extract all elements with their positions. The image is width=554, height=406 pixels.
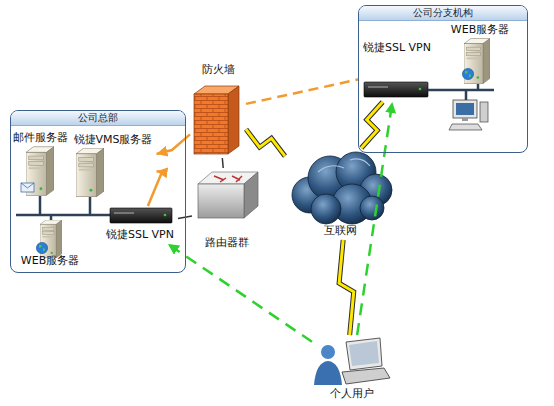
branch-pc-icon: [449, 100, 488, 130]
hq-web-server-icon: [36, 220, 62, 258]
branch-pc-icon: [462, 118, 468, 121]
hq-vpn-device: [114, 212, 134, 214]
node-label: 公司分支机构: [359, 6, 527, 21]
vms-server-icon: [76, 148, 104, 197]
branch-vpn-device: [364, 82, 428, 97]
network-link: [222, 158, 224, 168]
branch-web-server-icon: [462, 38, 490, 83]
node-label: 锐捷SSL VPN: [106, 228, 174, 241]
hq-web-server-icon: [36, 242, 47, 253]
vpn-access-line: [357, 102, 392, 335]
vpn-access-line: [168, 244, 312, 342]
node-label: 邮件服务器: [13, 131, 68, 144]
connector-path: [246, 79, 359, 104]
personal-user-icon: [346, 338, 382, 370]
mail-server-icon: [21, 183, 34, 192]
mail-server-icon: [21, 183, 34, 188]
vms-server-icon: [76, 148, 104, 197]
hq-vpn-device: [110, 208, 172, 223]
device-node: 锐捷VMS服务器: [70, 132, 157, 198]
connector-path: [178, 216, 192, 218]
node-label: WEB服务器: [451, 23, 509, 36]
node-label: 个人用户: [330, 387, 374, 400]
hq-lan-bus: [16, 196, 110, 220]
wan-link-outline: [246, 129, 285, 156]
personal-user-icon: [314, 361, 342, 385]
management-line: [246, 79, 359, 104]
connector-path: [157, 134, 191, 154]
personal-user-icon: [342, 368, 390, 384]
node-label: 锐捷SSL VPN: [363, 41, 431, 54]
personal-user-icon: [349, 341, 379, 366]
device-node: 锐捷SSL VPN: [102, 206, 178, 244]
hq-lan-bus: [16, 196, 110, 220]
device-node: 互联网: [285, 148, 395, 240]
mail-server-icon: [21, 147, 54, 196]
management-line: [148, 171, 162, 206]
firewall-icon: [228, 86, 239, 154]
internet-cloud: [318, 159, 370, 172]
device-node: WEB服务器: [17, 214, 84, 270]
site-region: 公司总部邮件服务器锐捷VMS服务器锐捷SSL VPN WEB服务器: [10, 110, 186, 273]
router-icon: [198, 172, 258, 218]
branch-pc-icon: [480, 102, 488, 122]
node-label: 锐捷VMS服务器: [74, 133, 153, 146]
management-line: [157, 134, 191, 154]
hq-vpn-device: [164, 214, 167, 217]
personal-user-icon: [321, 345, 335, 359]
wan-link: [339, 240, 354, 335]
personal-user-icon: [314, 338, 390, 385]
connector-path: [148, 171, 162, 206]
internet-cloud: [360, 196, 384, 220]
wan-link: [361, 102, 382, 148]
device-node: 个人用户: [312, 335, 392, 403]
node-label: 路由器群: [205, 236, 249, 249]
connector-path: [168, 244, 312, 342]
router-icon: [244, 172, 258, 218]
branch-vpn-device: [419, 88, 422, 91]
router-icon: [214, 176, 242, 182]
wan-link-outline: [361, 102, 382, 148]
branch-web-server-icon: [462, 68, 473, 79]
wan-link: [361, 102, 382, 148]
internet-cloud: [311, 194, 341, 224]
site-region: 公司分支机构锐捷SSL VPN WEB服务器: [358, 5, 528, 153]
device-node: 路由器群: [192, 168, 262, 252]
device-node: 防火墙: [190, 62, 246, 158]
wan-link: [339, 240, 354, 335]
router-icon: [198, 184, 244, 218]
node-label: 防火墙: [202, 63, 235, 76]
wan-link: [246, 129, 285, 156]
branch-pc-icon: [456, 103, 474, 115]
node-label: 互联网: [324, 224, 357, 237]
branch-pc-icon: [453, 100, 477, 118]
network-link: [178, 216, 192, 218]
device-node: 邮件服务器: [9, 130, 72, 200]
wan-link: [246, 129, 285, 156]
wan-link-outline: [339, 240, 354, 335]
node-label: WEB服务器: [21, 254, 79, 267]
device-node: WEB服务器: [447, 22, 514, 92]
device-node: 锐捷SSL VPN: [359, 40, 435, 102]
firewall-icon: [194, 94, 228, 154]
branch-lan-bus: [428, 84, 494, 100]
internet-cloud: [292, 152, 392, 224]
branch-pc-icon: [449, 124, 482, 130]
connector-path: [357, 102, 392, 335]
connector-path: [222, 158, 224, 168]
branch-vpn-device: [364, 82, 428, 97]
branch-lan-bus: [428, 84, 494, 100]
branch-vpn-device: [368, 86, 388, 88]
node-label: 公司总部: [11, 111, 185, 126]
hq-vpn-device: [110, 208, 172, 223]
firewall-icon: [194, 86, 239, 154]
internet-cloud: [292, 152, 392, 224]
